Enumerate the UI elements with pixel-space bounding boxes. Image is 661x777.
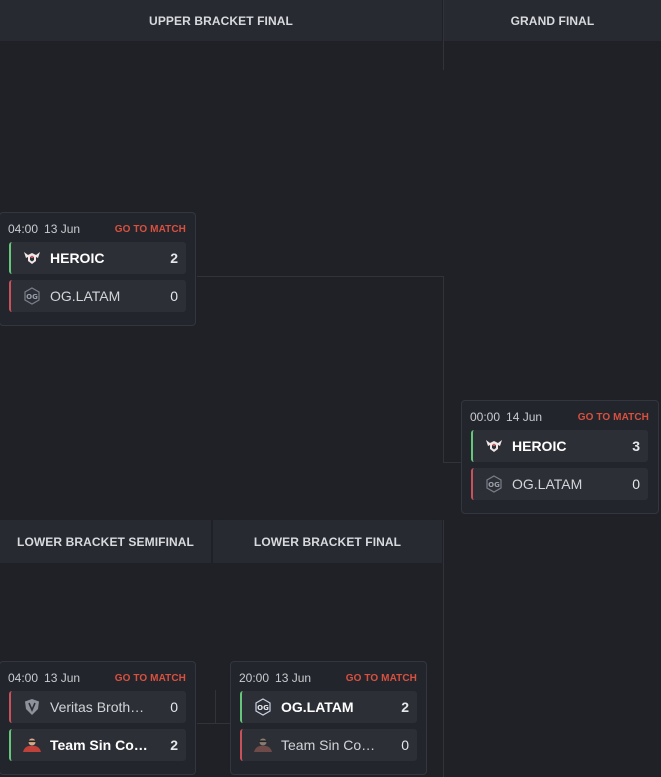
team-sin-icon <box>253 735 273 755</box>
match-date: 13 Jun <box>44 222 81 236</box>
go-to-match-link[interactable]: GO TO MATCH <box>345 672 417 684</box>
veritas-shield-icon <box>22 697 42 717</box>
connector-upper-to-grand <box>197 276 443 277</box>
team-name: OG.LATAM <box>512 476 583 492</box>
team-score: 3 <box>632 438 640 454</box>
team-row-winner[interactable]: HEROIC 2 <box>9 242 186 274</box>
header-lower-bracket-semifinal: LOWER BRACKET SEMIFINAL <box>0 520 211 563</box>
team-name: Team Sin Control <box>50 737 150 753</box>
team-row-loser[interactable]: Veritas Brotherhood 0 <box>9 691 186 723</box>
team-score: 0 <box>401 737 409 753</box>
connector-semifinal-to-final <box>197 723 231 724</box>
heroic-logo-icon <box>22 248 42 268</box>
header-lower-bracket-final: LOWER BRACKET FINAL <box>213 520 442 563</box>
team-name: HEROIC <box>50 250 105 266</box>
team-row-winner[interactable]: Team Sin Control 2 <box>9 729 186 761</box>
match-card-grand-final: 00:00 14 Jun GO TO MATCH HEROIC 3 OG OG.… <box>461 400 659 514</box>
team-sin-icon <box>22 735 42 755</box>
match-time: 20:00 <box>239 671 270 685</box>
team-score: 0 <box>170 699 178 715</box>
team-name: HEROIC <box>512 438 567 454</box>
match-time: 04:00 <box>8 671 39 685</box>
team-row-winner[interactable]: OG OG.LATAM 2 <box>240 691 417 723</box>
team-row-loser[interactable]: OG OG.LATAM 0 <box>9 280 186 312</box>
team-score: 0 <box>170 288 178 304</box>
match-date: 13 Jun <box>44 671 81 685</box>
connector-lower-vertical <box>443 520 444 777</box>
connector-semifinal-vertical <box>215 690 216 724</box>
team-score: 2 <box>401 699 409 715</box>
heroic-logo-icon <box>484 436 504 456</box>
header-upper-bracket-final: UPPER BRACKET FINAL <box>0 0 442 41</box>
connector-vertical <box>443 276 444 463</box>
team-score: 0 <box>632 476 640 492</box>
team-name: Team Sin Control <box>281 737 381 753</box>
go-to-match-link[interactable]: GO TO MATCH <box>577 411 649 423</box>
svg-text:OG: OG <box>488 481 500 489</box>
match-card-upper-final: 04:00 13 Jun GO TO MATCH HEROIC 2 OG OG.… <box>0 212 196 326</box>
column-divider <box>443 0 444 70</box>
team-name: OG.LATAM <box>281 699 354 715</box>
team-score: 2 <box>170 737 178 753</box>
connector-into-grand <box>443 462 461 463</box>
team-row-winner[interactable]: HEROIC 3 <box>471 430 648 462</box>
og-logo-icon: OG <box>253 697 273 717</box>
team-row-loser[interactable]: Team Sin Control 0 <box>240 729 417 761</box>
team-name: OG.LATAM <box>50 288 121 304</box>
team-name: Veritas Brotherhood <box>50 699 150 715</box>
svg-text:OG: OG <box>257 704 269 712</box>
match-time: 00:00 <box>470 410 501 424</box>
svg-text:OG: OG <box>26 293 38 301</box>
header-grand-final: GRAND FINAL <box>444 0 661 41</box>
team-row-loser[interactable]: OG OG.LATAM 0 <box>471 468 648 500</box>
og-logo-icon: OG <box>22 286 42 306</box>
match-date: 13 Jun <box>275 671 312 685</box>
og-logo-icon: OG <box>484 474 504 494</box>
team-score: 2 <box>170 250 178 266</box>
match-card-lower-semifinal: 04:00 13 Jun GO TO MATCH Veritas Brother… <box>0 661 196 775</box>
match-card-lower-final: 20:00 13 Jun GO TO MATCH OG OG.LATAM 2 T… <box>230 661 427 775</box>
match-date: 14 Jun <box>506 410 543 424</box>
go-to-match-link[interactable]: GO TO MATCH <box>114 223 186 235</box>
go-to-match-link[interactable]: GO TO MATCH <box>114 672 186 684</box>
match-time: 04:00 <box>8 222 39 236</box>
